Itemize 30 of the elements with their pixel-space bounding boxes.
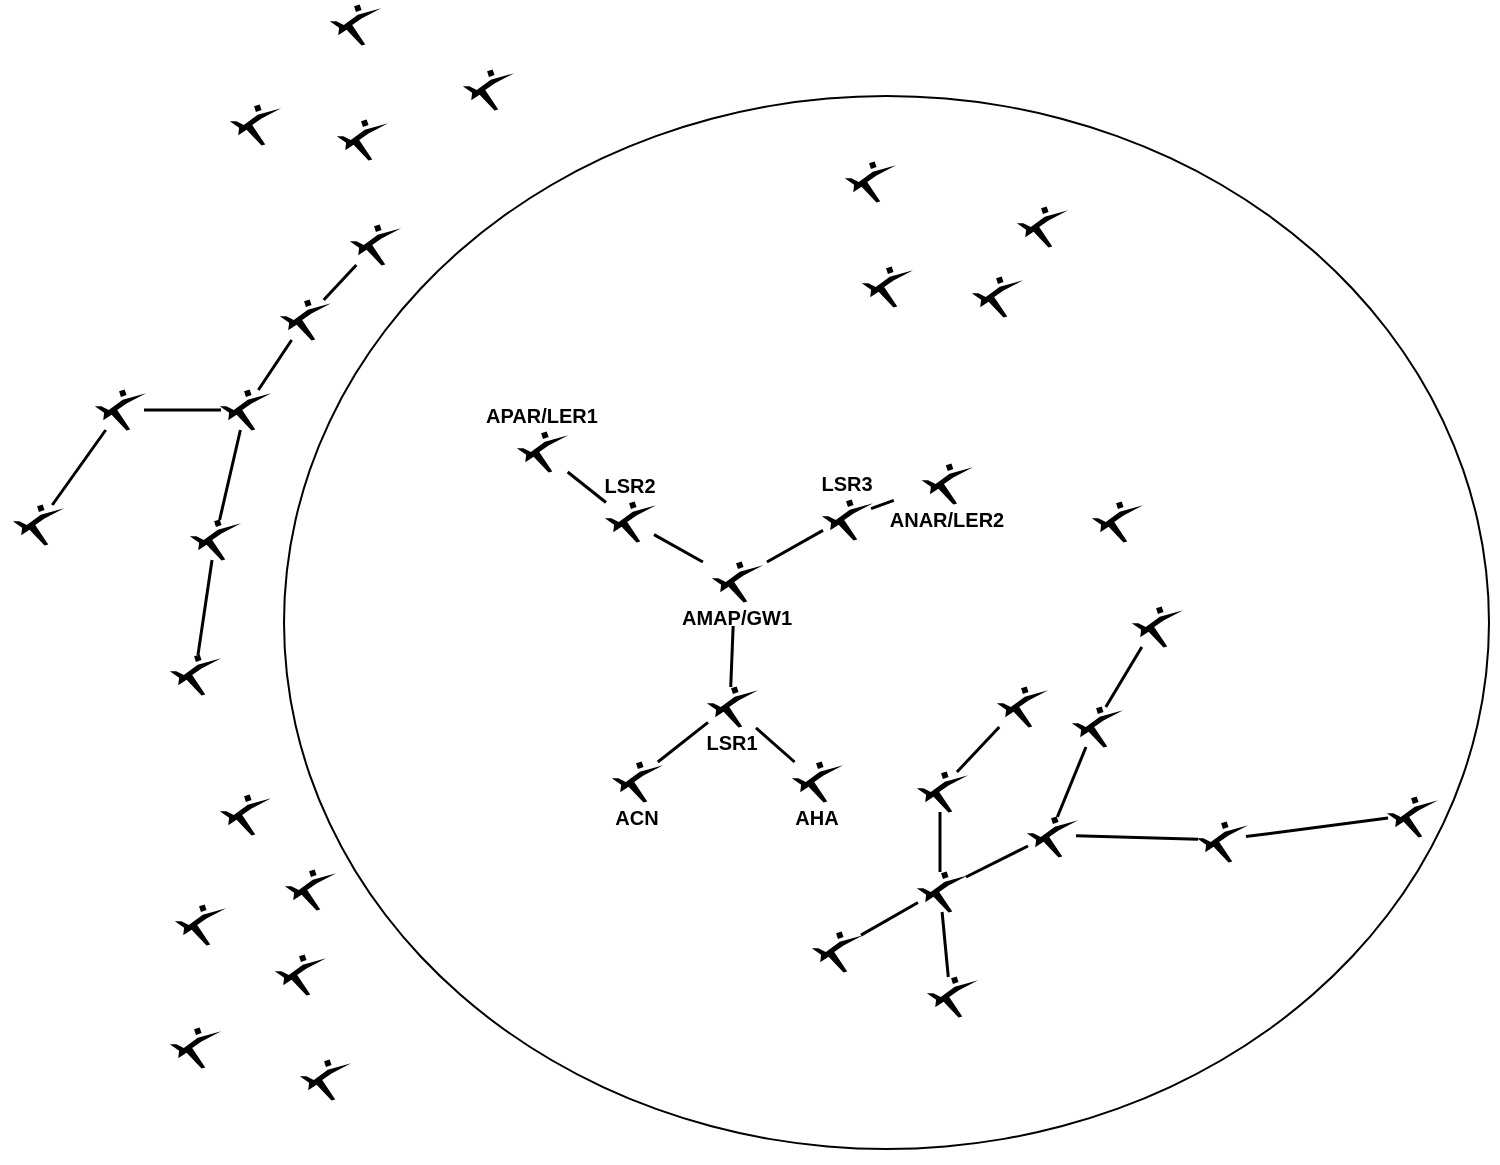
node-label: APAR/LER1 <box>486 404 598 428</box>
link-line <box>566 470 607 504</box>
link-line <box>938 812 942 872</box>
node-label: LSR2 <box>604 474 656 498</box>
link-line <box>955 725 1001 774</box>
link-line <box>1075 834 1199 841</box>
link-line <box>766 529 824 564</box>
link-line <box>144 408 221 412</box>
link-line <box>196 559 214 656</box>
link-line <box>51 429 107 506</box>
link-line <box>257 339 293 391</box>
link-line <box>1055 746 1088 818</box>
link-line <box>860 901 919 937</box>
node-label: AMAP/GW1 <box>682 606 792 630</box>
link-line <box>656 721 709 764</box>
link-line <box>218 429 242 521</box>
node-label: LSR3 <box>821 472 873 496</box>
link-line <box>755 726 796 764</box>
link-line <box>1104 646 1144 708</box>
node-label: AHA <box>795 806 839 830</box>
node-label: LSR1 <box>706 731 758 755</box>
link-line <box>653 533 704 564</box>
node-label: ANAR/LER2 <box>889 508 1005 532</box>
link-line <box>965 844 1029 879</box>
node-label: ACN <box>615 806 659 830</box>
link-line <box>870 499 895 511</box>
link-line <box>729 625 735 688</box>
link-line <box>940 911 950 978</box>
link-line <box>322 263 358 302</box>
link-line <box>1245 816 1389 839</box>
